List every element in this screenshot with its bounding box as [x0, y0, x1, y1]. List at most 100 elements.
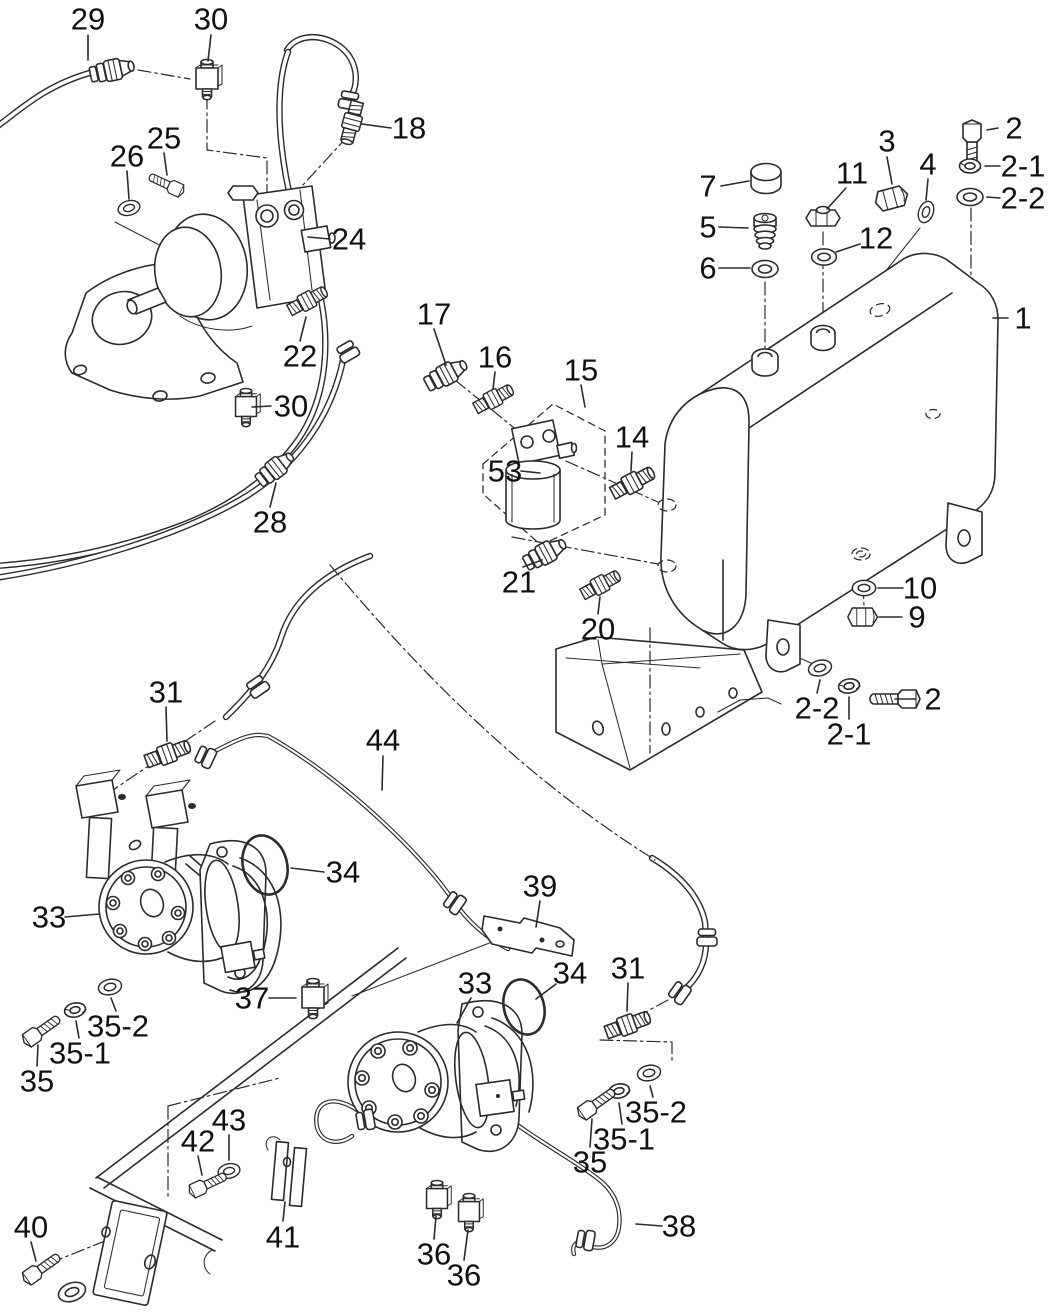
callout-label-42: 42 [181, 1124, 215, 1159]
callout-leader-30 [207, 34, 212, 62]
callout-label-44: 44 [366, 723, 400, 758]
callout-leader-2-2 [986, 196, 1001, 199]
callout-label-35: 35 [573, 1145, 607, 1180]
bolt-35 [574, 1084, 619, 1123]
callout-label-36: 36 [447, 1258, 481, 1293]
callout-leader-16 [492, 371, 496, 390]
callout-label-37: 37 [235, 981, 269, 1016]
callout-label-35-1: 35-1 [593, 1122, 655, 1157]
callout-label-43: 43 [212, 1103, 246, 1138]
washer-4 [914, 198, 938, 226]
callout-label-40: 40 [14, 1210, 48, 1245]
motor-bolt-circle [354, 1040, 440, 1130]
washer-2-2 [805, 656, 835, 680]
callout-leader-3 [886, 156, 893, 185]
fitting-31 [602, 1007, 654, 1043]
callout-leader-42 [197, 1155, 203, 1176]
callout-label-34: 34 [326, 855, 360, 890]
tank-return-bung [810, 324, 836, 352]
washer-2-2 [956, 187, 984, 207]
tank-mounting-lug [765, 619, 801, 673]
callout-label-3: 3 [878, 124, 895, 159]
callout-leader-53 [520, 470, 541, 474]
callout-label-2-2: 2-2 [795, 691, 840, 726]
callout-leader-40 [30, 1241, 37, 1262]
callout-leader-4 [925, 178, 929, 201]
callout-leader-15 [580, 384, 586, 408]
tank-mounting-frame [555, 627, 782, 771]
callout-label-10: 10 [903, 571, 937, 606]
callout-leader-7 [720, 180, 750, 187]
fitting-31 [142, 736, 194, 772]
callout-leader-35-1 [618, 1102, 623, 1125]
hydraulic-motor-left [98, 839, 282, 995]
o-ring-34 [241, 834, 289, 896]
callout-label-36: 36 [417, 1237, 451, 1272]
callout-leader-17 [433, 328, 447, 366]
washer-35-2 [635, 1062, 663, 1084]
callout-label-26: 26 [110, 139, 144, 174]
callout-leader-28 [269, 482, 277, 508]
callout-leader-31 [165, 706, 168, 742]
callout-label-15: 15 [564, 353, 598, 388]
callout-label-31: 31 [611, 951, 645, 986]
callout-label-1: 1 [1014, 301, 1031, 336]
hose-nut [334, 338, 362, 365]
callout-label-21: 21 [502, 565, 536, 600]
callout-leader-35-2 [649, 1085, 654, 1098]
callout-label-4: 4 [919, 147, 936, 182]
callout-leader-34 [535, 983, 557, 1000]
callout-leader-33 [64, 913, 100, 918]
hose-fitting-17 [420, 353, 472, 395]
callout-label-35: 35 [20, 1064, 54, 1099]
tube-nut [574, 1227, 597, 1253]
callout-label-28: 28 [253, 505, 287, 540]
tube-nut [192, 743, 219, 771]
chassis-frame [57, 947, 407, 1307]
callout-label-2: 2 [924, 682, 941, 717]
callout-leader-14 [630, 451, 633, 472]
callout-leader-33 [456, 997, 472, 1024]
filter-assembly [482, 403, 606, 546]
callout-label-30: 30 [274, 389, 308, 424]
elbow-fitting-37 [301, 977, 329, 1020]
breather-plug-5 [753, 212, 777, 250]
callout-label-5: 5 [699, 210, 716, 245]
callout-label-41: 41 [266, 1220, 300, 1255]
bolt-40 [19, 1249, 64, 1288]
callout-leader-12 [835, 243, 861, 253]
callout-label-35-2: 35-2 [625, 1095, 687, 1130]
bolt-42 [185, 1168, 230, 1200]
breather-cap-7 [750, 162, 782, 195]
callout-label-12: 12 [859, 221, 893, 256]
tank-mounting-lug [945, 502, 983, 564]
elbow-fitting-36 [425, 1179, 453, 1220]
lock-washer-2-1 [958, 158, 982, 174]
plug-3 [872, 183, 911, 214]
callout-leader-36 [433, 1215, 437, 1240]
washer-35-2 [96, 976, 124, 998]
callout-label-6: 6 [699, 251, 716, 286]
lock-washer-35-1 [62, 1000, 89, 1020]
fitting-20 [577, 566, 624, 603]
callout-leader-38 [635, 1223, 663, 1227]
callout-label-39: 39 [523, 869, 557, 904]
callout-label-22: 22 [283, 339, 317, 374]
small-parts [19, 54, 984, 1288]
hose-fitting-29 [87, 54, 137, 86]
oil-filter [505, 419, 578, 530]
callout-label-24: 24 [332, 222, 366, 257]
callout-label-33: 33 [32, 900, 66, 935]
callout-label-2: 2 [1005, 111, 1022, 146]
callout-label-9: 9 [908, 600, 925, 635]
hydraulic-tank [657, 252, 999, 673]
callout-leader-39 [535, 900, 541, 928]
callout-label-7: 7 [699, 169, 716, 204]
o-ring-34 [502, 978, 546, 1036]
support-bracket [481, 915, 575, 957]
callout-label-18: 18 [392, 111, 426, 146]
callout-leader-11 [826, 187, 847, 210]
callout-leader-24 [307, 236, 331, 240]
